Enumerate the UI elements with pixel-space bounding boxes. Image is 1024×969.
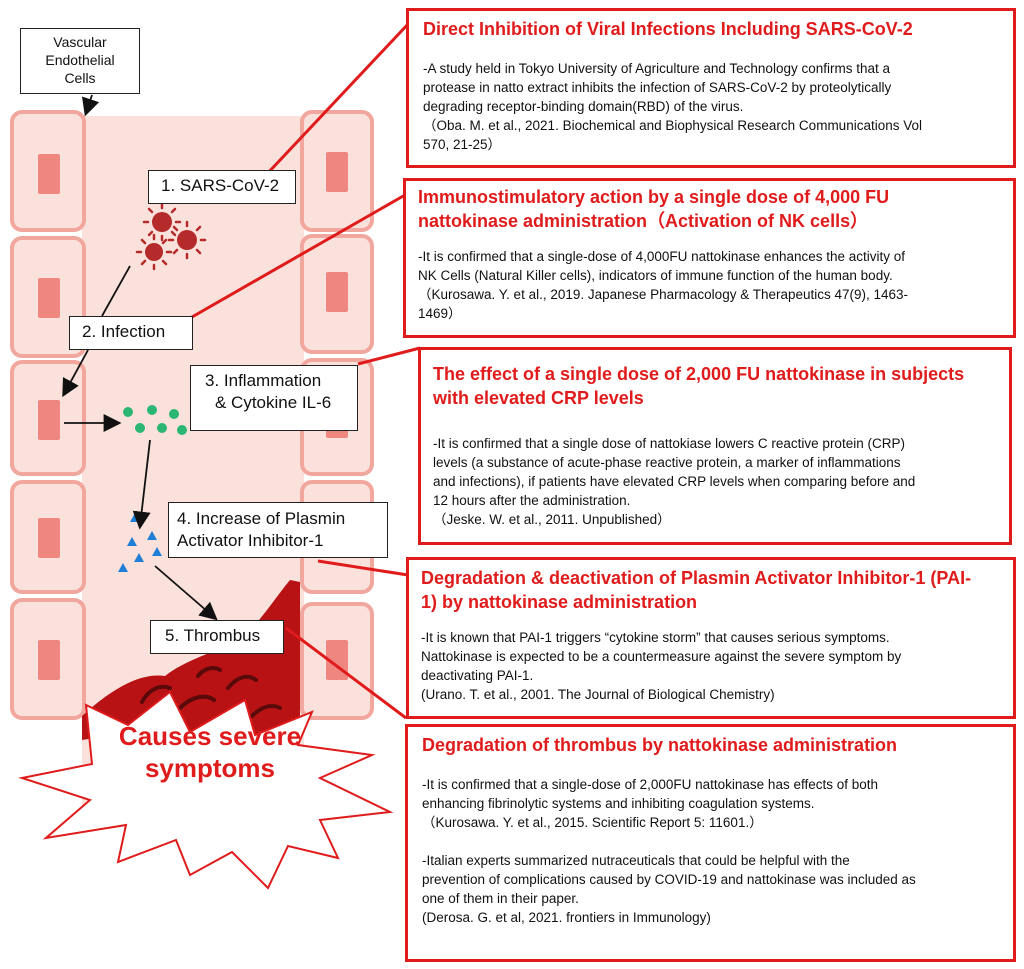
box-line: levels (a substance of acute-phase react… (433, 455, 901, 470)
box-line: -It is confirmed that a single-dose of 2… (422, 777, 879, 792)
step-4-label: 4. Increase of Plasmin Activator Inhibit… (168, 502, 388, 558)
step-4-line: 4. Increase of Plasmin (177, 509, 346, 528)
box-title-line: The effect of a single dose of 2,000 FU … (433, 364, 965, 384)
connector-lines (191, 21, 421, 720)
box-paragraph: -It is confirmed that a single-dose of 4… (418, 247, 1003, 323)
box-title-line: nattokinase administration（Activation of… (418, 211, 869, 231)
vascular-label-line: Cells (64, 70, 96, 86)
box-paragraph: -It is known that PAI-1 triggers “cytoki… (421, 628, 1003, 704)
box-line: degrading receptor-binding domain(RBD) o… (423, 99, 744, 114)
evidence-box-thrombus: Degradation of thrombus by nattokinase a… (405, 724, 1016, 962)
severe-line: symptoms (144, 753, 276, 783)
step-2-label: 2. Infection (69, 316, 193, 350)
evidence-box-viral-inhibition: Direct Inhibition of Viral Infections In… (406, 8, 1016, 168)
box-title-line: Degradation of thrombus by nattokinase a… (422, 735, 898, 755)
box-paragraph: -Italian experts summarized nutraceutica… (422, 851, 1003, 927)
box-title: The effect of a single dose of 2,000 FU … (433, 362, 999, 410)
box-title-line: Immunostimulatory action by a single dos… (418, 187, 890, 207)
box-line: （Oba. M. et al., 2021. Biochemical and B… (423, 118, 922, 133)
box-title: Degradation & deactivation of Plasmin Ac… (421, 566, 1003, 614)
left-cell-nuclei (38, 154, 60, 680)
box-line: -It is known that PAI-1 triggers “cytoki… (421, 630, 890, 645)
pai-1-triangles (118, 513, 162, 572)
box-line: prevention of complications caused by CO… (422, 872, 916, 887)
step-1-label: 1. SARS-CoV-2 (148, 170, 296, 204)
vascular-label-line: Vascular (53, 34, 107, 50)
box-title-line: Degradation & deactivation of Plasmin Ac… (421, 568, 972, 588)
step-4-line: Activator Inhibitor-1 (177, 531, 324, 550)
step-2-text: 2. Infection (82, 322, 166, 341)
box-line: 1469） (418, 306, 462, 321)
vascular-label-line: Endothelial (45, 52, 115, 68)
box-title: Immunostimulatory action by a single dos… (418, 185, 1003, 233)
box-paragraph: -It is confirmed that a single-dose of 2… (422, 775, 1003, 832)
box-line: （Jeske. W. et al., 2011. Unpublished） (433, 512, 671, 527)
step-3-label: 3. Inflammation & Cytokine IL-6 (190, 365, 358, 431)
severe-line: Causes severe (118, 721, 302, 751)
vascular-endothelial-label: Vascular Endothelial Cells (20, 28, 140, 94)
box-line: (Derosa. G. et al, 2021. frontiers in Im… (422, 910, 711, 925)
box-line: protease in natto extract inhibits the i… (423, 80, 892, 95)
box-line: enhancing fibrinolytic systems and inhib… (422, 796, 815, 811)
virus-spikes (135, 202, 207, 271)
box-line: one of them in their paper. (422, 891, 579, 906)
box-line: deactivating PAI-1. (421, 668, 534, 683)
evidence-box-pai1: Degradation & deactivation of Plasmin Ac… (406, 557, 1016, 719)
box-line: 12 hours after the administration. (433, 493, 631, 508)
step-1-text: 1. SARS-CoV-2 (161, 176, 280, 195)
cytokine-il6-dots (123, 405, 187, 435)
box-title-line: Direct Inhibition of Viral Infections In… (423, 19, 913, 39)
box-line: （Kurosawa. Y. et al., 2015. Scientific R… (422, 815, 763, 830)
box-title: Direct Inhibition of Viral Infections In… (423, 17, 1003, 41)
step-5-label: 5. Thrombus (150, 620, 284, 654)
box-line: -It is confirmed that a single dose of n… (433, 436, 905, 451)
box-line: 570, 21-25） (423, 137, 502, 152)
flow-arrows (62, 94, 218, 621)
box-line: (Urano. T. et al., 2001. The Journal of … (421, 687, 775, 702)
step-5-text: 5. Thrombus (165, 626, 261, 645)
evidence-box-crp: The effect of a single dose of 2,000 FU … (418, 347, 1012, 545)
severe-symptoms-starburst (18, 690, 394, 890)
box-line: -Italian experts summarized nutraceutica… (422, 853, 850, 868)
box-line: -A study held in Tokyo University of Agr… (423, 61, 890, 76)
box-title: Degradation of thrombus by nattokinase a… (422, 733, 1003, 757)
box-title-line: with elevated CRP levels (433, 388, 644, 408)
box-line: and infections), if patients have elevat… (433, 474, 916, 489)
left-endothelial-cells (10, 110, 86, 720)
box-line: NK Cells (Natural Killer cells), indicat… (418, 268, 893, 283)
box-line: Nattokinase is expected to be a counterm… (421, 649, 902, 664)
box-line: -It is confirmed that a single-dose of 4… (418, 249, 906, 264)
box-paragraph: -A study held in Tokyo University of Agr… (423, 59, 1003, 154)
sars-cov-2-particles (145, 212, 197, 261)
thrombus-fibrin (140, 666, 282, 718)
box-line: （Kurosawa. Y. et al., 2019. Japanese Pha… (418, 287, 909, 302)
severe-symptoms-text: Causes severe symptoms (110, 720, 310, 784)
box-title-line: 1) by nattokinase administration (421, 592, 698, 612)
step-3-line: & Cytokine IL-6 (215, 393, 332, 412)
evidence-box-nk-activation: Immunostimulatory action by a single dos… (403, 178, 1016, 338)
step-3-line: 3. Inflammation (205, 371, 322, 390)
box-paragraph: -It is confirmed that a single dose of n… (433, 434, 999, 529)
